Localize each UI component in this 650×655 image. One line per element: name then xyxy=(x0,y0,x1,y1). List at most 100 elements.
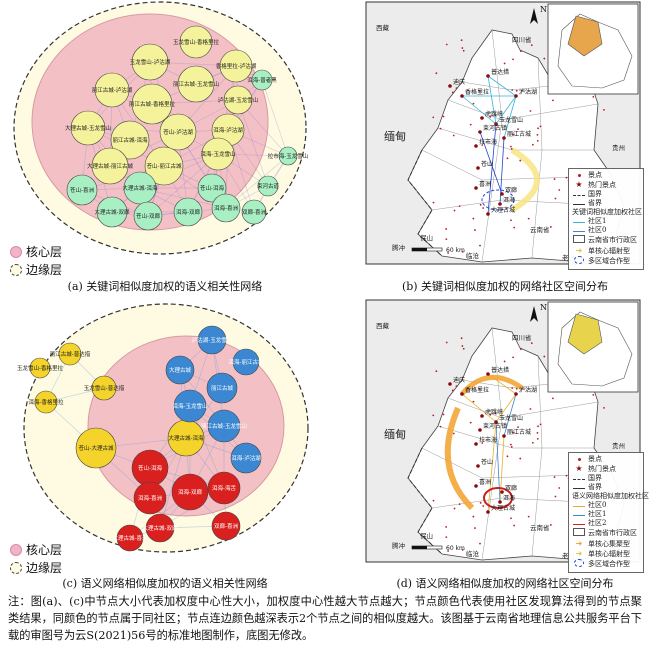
scenic-dot xyxy=(462,347,465,350)
community-link xyxy=(479,131,503,195)
map-legend-item: 社区0 xyxy=(572,501,640,510)
scenic-dot xyxy=(453,209,456,212)
scenic-dot xyxy=(530,44,533,47)
radiation-arrow xyxy=(510,147,540,213)
net-a-node-label: 丽江古城-玉龙雪山 xyxy=(173,80,219,88)
scenic-dot xyxy=(458,205,461,208)
net-c-node-circle xyxy=(165,355,195,385)
scenic-dot xyxy=(510,517,512,520)
map-legend-label: 单核心辐射型 xyxy=(588,549,630,558)
core-layer-swatch xyxy=(10,245,22,258)
scenic-dot xyxy=(432,116,435,119)
scenic-dot xyxy=(517,128,519,131)
city-boundary xyxy=(531,57,543,259)
net-a-node: 洱海-双廊 xyxy=(173,197,203,227)
map-legend-label: 热门景点 xyxy=(588,180,616,189)
net-c-node: 大理古城-喜洲 xyxy=(113,524,148,552)
net-a-node: 洱海-喜洲 xyxy=(211,193,241,223)
scenic-dot xyxy=(509,145,512,148)
net-a-node-label: 束河古道 xyxy=(257,182,280,190)
map-legend-symbol xyxy=(572,483,586,492)
net-c-node-circle xyxy=(171,473,209,511)
place-label-xizhou: 喜洲 xyxy=(479,478,491,486)
map-legend-symbol: ★ xyxy=(575,464,583,473)
net-a-node: 香格里拉-泸沽湖 xyxy=(216,49,257,83)
place-label-hutiao: 虎跳峡 xyxy=(485,110,503,118)
net-c-node-circle xyxy=(75,427,117,469)
net-c-node-circle xyxy=(232,348,260,376)
net-a-node-circle xyxy=(278,146,298,166)
map-legend-item: 景点 xyxy=(572,455,640,464)
scenic-dot xyxy=(536,437,539,440)
map-legend-label: 多区域合作型 xyxy=(588,257,630,265)
net-a-node: 泸沽湖-玉龙雪山 xyxy=(218,85,258,115)
place-label-lugu: 泸沽湖 xyxy=(519,386,537,394)
net-c-node: 洱海-玉龙雪山 xyxy=(173,389,208,423)
scenic-dot xyxy=(553,178,556,180)
scenic-dot xyxy=(461,549,464,551)
scenic-dot xyxy=(451,91,454,94)
map-legend-item: 省界 xyxy=(572,483,640,492)
hot-spot-xizhou xyxy=(474,186,478,190)
scale-label: 60 km xyxy=(446,247,465,254)
net-a-node: 拉市海-玉龙雪山 xyxy=(268,146,308,166)
net-c-node: 大理古城-洱海 xyxy=(167,419,205,457)
map-legend-item: ➜单核心辐射型 xyxy=(572,549,640,559)
place-label-erhai: 洱海 xyxy=(503,494,515,502)
community-link xyxy=(503,95,517,139)
net-a-node-circle xyxy=(94,72,130,108)
region-label-guizhou: 贵州 xyxy=(612,143,625,152)
caption-a: (a) 关键词相似度加权的语义相关性网络 xyxy=(67,280,263,293)
place-label-lijiang: 丽江古城 xyxy=(507,130,531,138)
community-link xyxy=(461,393,497,423)
map-legend-symbol xyxy=(572,455,586,464)
hot-spot-yulong xyxy=(494,122,498,126)
net-a-node: 苍山-双廊 xyxy=(133,201,163,231)
scenic-dot xyxy=(445,341,448,344)
net-c-node-circle xyxy=(173,389,207,423)
place-label-xianggelila: 香格里拉 xyxy=(465,386,489,394)
net-c-node-label: 洱海-丽江古城 xyxy=(229,358,264,366)
scenic-dot xyxy=(435,370,438,373)
map-legend-label: 社区0 xyxy=(588,501,607,509)
net-c-node: 洱海-香格里拉 xyxy=(29,390,64,414)
net-c-node-label: 洱海-双廊 xyxy=(178,488,202,496)
net-a-node: 大理古城-玉龙雪山 xyxy=(65,110,111,146)
net-c-node-circle xyxy=(133,481,167,515)
map-legend-label: 云南省市行政区 xyxy=(588,236,637,244)
map-legend-symbol xyxy=(572,235,586,246)
net-c-node-circle xyxy=(58,342,82,366)
place-label-lashi: 拉市海 xyxy=(479,138,497,146)
net-a-node-label: 大理古城-玉龙雪山 xyxy=(65,124,111,132)
community-link xyxy=(503,393,517,437)
scenic-dot xyxy=(543,57,546,60)
hot-spot-yulong xyxy=(494,420,498,424)
scale-bar-fill xyxy=(412,546,427,549)
map-legend-symbol xyxy=(572,474,586,483)
net-a-node-circle xyxy=(219,49,253,83)
net-c-node: 苍山-洱海 xyxy=(131,449,169,487)
net-a-node-circle xyxy=(251,69,273,91)
community-link xyxy=(495,95,517,125)
scenic-dot xyxy=(552,99,554,102)
scenic-dot xyxy=(439,127,442,130)
place-label-cangshan: 苍山 xyxy=(481,160,493,168)
map-legend-item: 社区1 xyxy=(572,510,640,519)
place-label-hutiao: 虎跳峡 xyxy=(485,408,503,416)
place-label-yulong: 玉龙雪山 xyxy=(499,414,523,422)
net-c-node-label: 玉龙雪山-普达措 xyxy=(84,384,125,392)
scenic-dot xyxy=(461,251,464,253)
hot-spot-lugu xyxy=(514,392,518,396)
scenic-dot xyxy=(554,197,557,200)
scenic-dot xyxy=(529,408,532,410)
net-c-node-label: 洱海-香格里拉 xyxy=(29,398,64,406)
scenic-dot xyxy=(603,406,605,409)
net-a-node: 玉龙雪山-香格里拉 xyxy=(173,25,219,59)
net-c-node: 丽江古城-普达措 xyxy=(50,342,91,366)
scenic-dot xyxy=(510,445,513,448)
net-c-node-circle xyxy=(211,511,241,541)
map-legend-item: 多区域合作型 xyxy=(572,256,640,267)
core-layer-label: 核心层 xyxy=(26,543,63,557)
net-c-node: 玉龙雪山-香格里拉 xyxy=(17,357,63,379)
net-c-node: 双廊-喜洲 xyxy=(211,511,241,541)
